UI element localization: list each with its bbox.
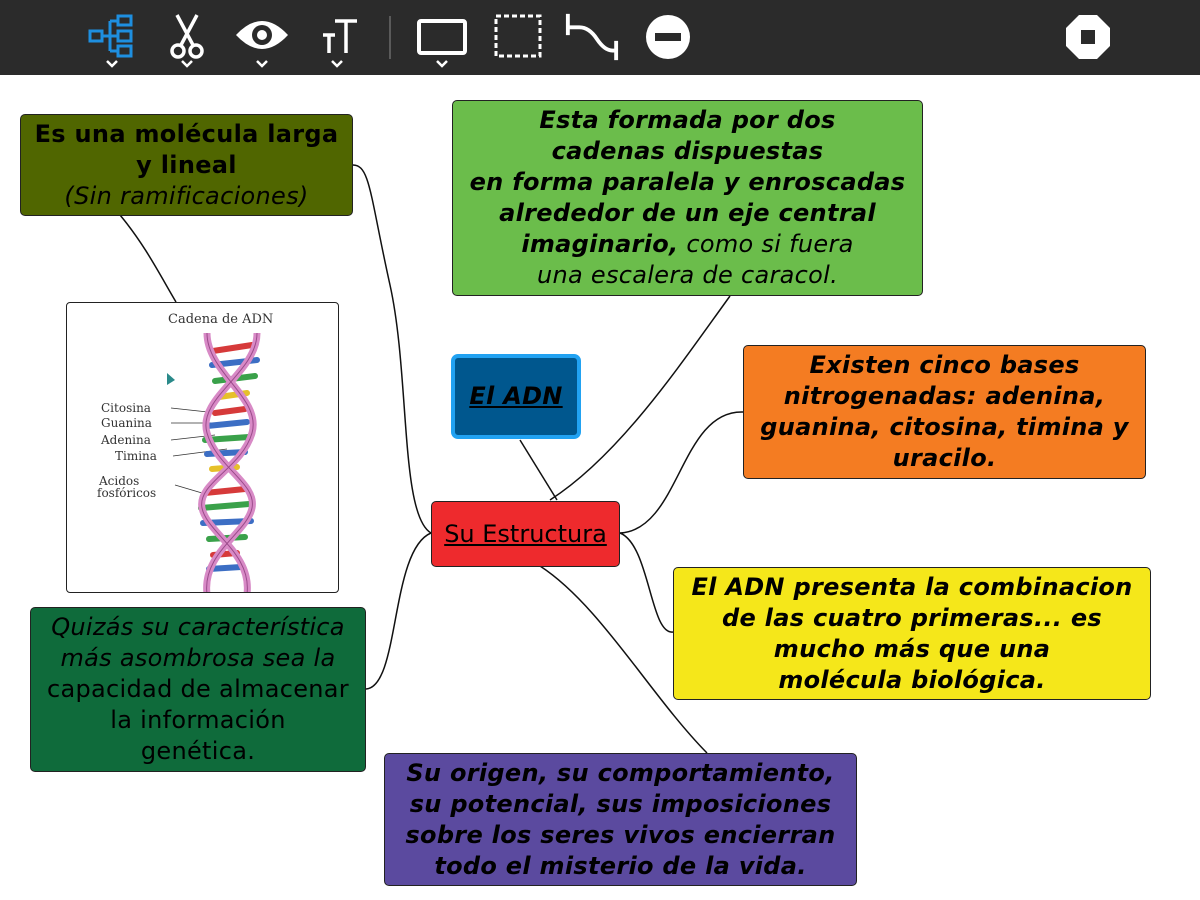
node-text: la información [110, 705, 286, 736]
node-combinacion[interactable]: El ADN presenta la combinacion de las cu… [673, 567, 1151, 700]
node-text: su potencial, sus imposiciones [410, 789, 832, 820]
dashed-select-icon [492, 13, 544, 61]
chevron-down-icon [331, 60, 343, 68]
text-size-icon [313, 13, 361, 61]
chevron-down-icon [436, 60, 448, 68]
chevron-down-icon [256, 60, 268, 68]
node-text: guanina, citosina, timina y [760, 412, 1129, 443]
node-text: Esta formada por dos [539, 105, 835, 136]
node-title-adn[interactable]: El ADN [451, 354, 581, 439]
connector-line-top-left [353, 165, 431, 533]
connector-icon [564, 13, 620, 61]
node-text: Quizás su característica [51, 612, 345, 643]
dna-chain-image[interactable]: Cadena de ADN Citosina Guanina Adenina T… [66, 302, 339, 593]
toolbar-separator [389, 16, 391, 59]
node-center-su-estructura[interactable]: Su Estructura [431, 501, 620, 567]
node-text: Existen cinco bases [809, 350, 1079, 381]
chevron-down-icon [181, 60, 193, 68]
toolbar [0, 0, 1200, 75]
node-text: nitrogenadas: adenina, [784, 381, 1105, 412]
view-button[interactable] [234, 10, 290, 68]
mindmap-layout-button[interactable] [84, 10, 140, 68]
chevron-down-icon [106, 60, 118, 68]
node-text: sobre los seres vivos encierran [405, 820, 835, 851]
node-bases-nitrogenadas[interactable]: Existen cinco bases nitrogenadas: adenin… [743, 345, 1146, 479]
node-misterio-vida[interactable]: Su origen, su comportamiento, su potenci… [384, 753, 857, 886]
node-almacenar-informacion[interactable]: Quizás su característica más asombrosa s… [30, 607, 366, 772]
node-text: molécula biológica. [778, 665, 1045, 696]
node-text: más asombrosa sea la [60, 643, 335, 674]
connector-button[interactable] [564, 10, 620, 68]
node-text: uracilo. [893, 443, 997, 474]
node-text: cadenas dispuestas [552, 136, 824, 167]
node-text: genética. [141, 736, 255, 767]
node-text: Es una molécula larga [35, 119, 339, 150]
scissors-icon [163, 13, 211, 61]
node-text-line: imaginario, como si fuera [521, 229, 853, 260]
node-text: alrededor de un eje central [499, 198, 876, 229]
eye-icon [234, 13, 290, 61]
node-text: una escalera de caracol. [537, 260, 838, 291]
node-text: mucho más que una [774, 634, 1050, 665]
node-text: en forma paralela y enroscadas [470, 167, 906, 198]
node-text: (Sin ramificaciones) [64, 181, 308, 212]
center-text: Su Estructura [444, 519, 607, 550]
mindmap-icon [86, 13, 138, 61]
dna-helix-drawing [67, 303, 339, 593]
connector-line-left-green [366, 533, 431, 689]
node-text: y lineal [136, 150, 237, 181]
selection-button[interactable] [490, 10, 546, 68]
title-text: El ADN [469, 381, 562, 412]
mindmap-canvas[interactable]: Es una molécula larga y lineal (Sin rami… [0, 75, 1200, 900]
node-text: capacidad de almacenar [47, 674, 349, 705]
node-text: de las cuatro primeras... es [722, 603, 1102, 634]
node-text: como si fuera [678, 230, 853, 258]
connector-line-image [120, 215, 176, 302]
stop-button[interactable] [1060, 10, 1116, 68]
node-text: todo el misterio de la vida. [434, 851, 806, 882]
connector-line-yellow [620, 533, 673, 632]
stop-icon [1064, 13, 1112, 61]
rectangle-button[interactable] [414, 10, 470, 68]
node-molecula-lineal[interactable]: Es una molécula larga y lineal (Sin rami… [20, 114, 353, 216]
text-size-button[interactable] [309, 10, 365, 68]
rectangle-icon [416, 13, 468, 61]
node-doble-cadena[interactable]: Esta formada por dos cadenas dispuestas … [452, 100, 923, 296]
node-text: El ADN presenta la combinacion [691, 572, 1132, 603]
cut-button[interactable] [159, 10, 215, 68]
node-text: Su origen, su comportamiento, [406, 758, 834, 789]
connector-line-orange [620, 412, 743, 533]
node-text: imaginario, [521, 230, 678, 258]
minus-circle-icon [644, 13, 692, 61]
remove-button[interactable] [640, 10, 696, 68]
connector-line-title [520, 440, 557, 500]
